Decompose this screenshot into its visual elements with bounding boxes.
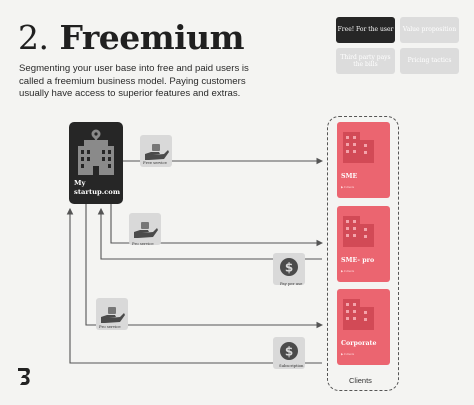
hand-giving-icon: [101, 307, 125, 323]
flow-label-free-service: Free service: [143, 160, 167, 165]
svg-text:$: $: [285, 345, 293, 359]
tag-pricing-tactics[interactable]: Pricing tactics: [400, 48, 459, 74]
office-building-icon: [78, 129, 114, 175]
svg-text:$: $: [285, 261, 293, 275]
pay-per-use-box[interactable]: $: [273, 253, 305, 285]
flow-label-pay-per-use: Pay per use: [280, 281, 303, 286]
hand-giving-icon: [145, 144, 169, 160]
brand-logo-icon: [18, 368, 30, 385]
dollar-icon: $: [280, 342, 298, 360]
building-icon: [343, 132, 374, 163]
flow-label-pro-service-2: Pro service: [99, 324, 121, 329]
tag-free-for-user[interactable]: Free! For the user: [336, 17, 395, 43]
pro-service-box-2[interactable]: [96, 298, 128, 330]
building-icon: [343, 299, 374, 330]
free-service-box[interactable]: [140, 135, 172, 167]
client-sme-pro[interactable]: SME- pro ▶ 0 clients: [337, 206, 390, 282]
title-text: Freemium: [59, 18, 245, 57]
hand-giving-icon: [134, 222, 158, 238]
client-name: SME: [341, 173, 358, 180]
page-title: 2. Freemium: [18, 18, 245, 57]
flow-label-pro-service: Pro service: [132, 241, 154, 246]
client-corporate[interactable]: Corporate ▶ 0 clients: [337, 289, 390, 365]
client-sub: ▶ 0 clients: [341, 185, 355, 189]
dollar-icon: $: [280, 258, 298, 276]
clients-group: [327, 116, 399, 391]
client-name: SME- pro: [341, 257, 375, 264]
building-icon: [343, 216, 374, 247]
flow-label-subscription: Subscription: [279, 363, 304, 368]
tag-value-proposition[interactable]: Value proposition: [400, 17, 459, 43]
client-sme[interactable]: SME ▶ 0 clients: [337, 122, 390, 198]
title-number: 2.: [18, 18, 49, 57]
arrow-pro-service-sme-pro: [110, 204, 324, 247]
clients-label: Clients: [349, 376, 372, 385]
client-name: Corporate: [341, 340, 377, 347]
startup-label: My startup.com: [74, 179, 121, 196]
page-subtitle: Segmenting your user base into free and …: [19, 63, 249, 99]
client-sub: ▶ 0 clients: [341, 269, 355, 273]
client-sub: ▶ 0 clients: [341, 352, 355, 356]
arrow-subscription: [66, 207, 322, 364]
tag-third-party[interactable]: Third party pays the bills: [336, 48, 395, 74]
pro-service-box[interactable]: [129, 213, 161, 245]
arrow-pay-per-use: [97, 207, 322, 260]
startup-node[interactable]: My startup.com: [69, 122, 123, 204]
arrow-pro-service-corporate: [85, 204, 324, 329]
subscription-box[interactable]: $: [273, 337, 305, 369]
